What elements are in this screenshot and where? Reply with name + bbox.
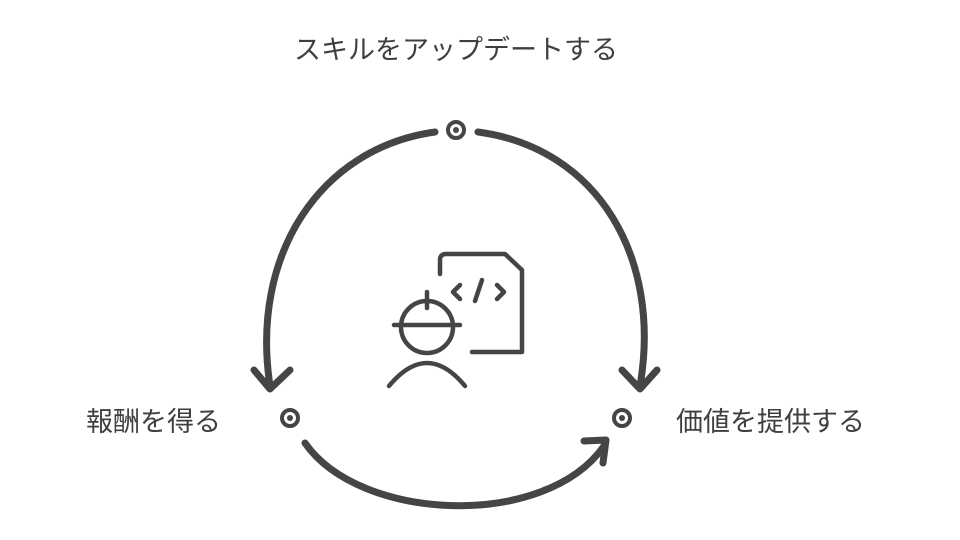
node-dot-top xyxy=(446,120,466,140)
node-label-provide-value: 価値を提供する xyxy=(676,407,865,438)
arrow-top-to-right xyxy=(474,128,661,393)
developer-hardhat-code-icon xyxy=(386,251,525,389)
node-dot-right xyxy=(612,408,632,428)
node-label-get-reward: 報酬を得る xyxy=(86,407,221,438)
arrow-top-to-left xyxy=(250,128,439,393)
arrow-left-to-right xyxy=(301,436,610,510)
node-dot-left xyxy=(280,408,300,428)
node-label-update-skills: スキルをアップデートする xyxy=(294,35,618,66)
